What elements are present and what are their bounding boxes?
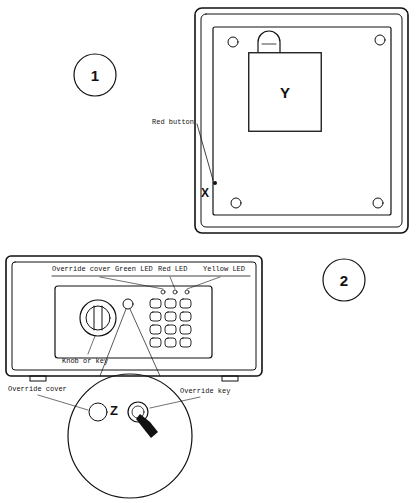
keypad-key [150, 299, 161, 308]
part-label: Red button [152, 119, 194, 126]
keypad-key [165, 312, 176, 321]
callout-circle: 2 [322, 258, 366, 302]
battery-cover-outline [249, 53, 322, 132]
callout-circle: 1 [73, 53, 117, 97]
callout-circle-outline [323, 259, 365, 301]
part-letter: Z [110, 404, 118, 417]
part-label: Knob or key [62, 358, 108, 365]
part-label: Red LED [158, 266, 187, 273]
keypad [150, 299, 191, 347]
keypad-key [180, 312, 191, 321]
door-back [195, 8, 408, 233]
part-letter: Y [280, 85, 290, 100]
callout-number: 2 [340, 273, 348, 288]
part-label: Override cover [8, 386, 67, 393]
part-label: Override key [180, 388, 230, 395]
part-label: Override cover Green LED [52, 266, 153, 273]
callout-circle-outline [74, 54, 116, 96]
keypad-key [180, 299, 191, 308]
keypad-key [150, 312, 161, 321]
part-label: Yellow LED [203, 266, 245, 273]
part-letter: X [201, 187, 209, 199]
callout-number: 1 [91, 68, 99, 83]
keypad-key [165, 325, 176, 334]
keypad-key [150, 338, 161, 347]
safe-front [6, 256, 262, 381]
keypad-key [165, 299, 176, 308]
keypad-key [180, 338, 191, 347]
battery-cover: Y [248, 52, 322, 132]
keypad-key [180, 325, 191, 334]
keypad-key [150, 325, 161, 334]
keypad-key [165, 338, 176, 347]
